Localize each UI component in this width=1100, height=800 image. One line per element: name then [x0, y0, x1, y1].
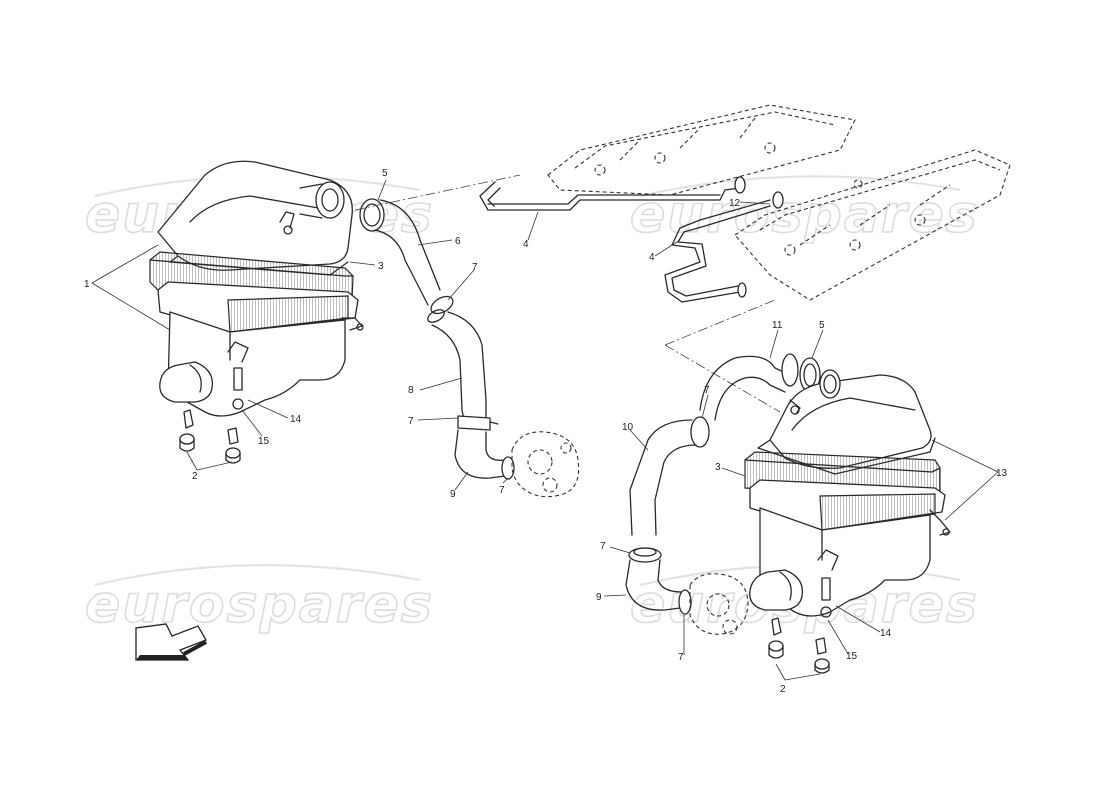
- callout-14: 14: [880, 628, 892, 639]
- phantom-line-lower: [664, 344, 781, 413]
- callout-labels: 1 2 3 14 15 5 6 7 7 8 9 7 4 4 12 11 5 7 …: [84, 168, 1008, 695]
- callout-2: 2: [780, 684, 786, 695]
- leader-lines: [91, 179, 999, 681]
- callout-5: 5: [819, 320, 825, 331]
- callout-9: 9: [596, 592, 602, 603]
- breather-pipes: [479, 176, 784, 303]
- callout-10: 10: [622, 422, 634, 433]
- phantom-line-upper: [354, 174, 521, 211]
- callout-1: 1: [84, 279, 90, 290]
- callout-8: 8: [408, 385, 414, 396]
- callout-7: 7: [678, 652, 684, 663]
- callout-4: 4: [523, 239, 529, 250]
- callout-14: 14: [290, 414, 302, 425]
- left-intake-hose: [359, 198, 580, 498]
- callout-12: 12: [729, 198, 741, 209]
- front-direction-arrow-icon: [135, 623, 207, 661]
- callout-7: 7: [704, 385, 710, 396]
- right-air-box-assembly: [744, 369, 951, 674]
- callout-5: 5: [382, 168, 388, 179]
- callout-15: 15: [258, 436, 270, 447]
- callout-6: 6: [455, 236, 461, 247]
- callout-3: 3: [378, 261, 384, 272]
- callout-7: 7: [499, 485, 505, 496]
- right-intake-hose: [625, 353, 821, 635]
- callout-7: 7: [408, 416, 414, 427]
- callout-7: 7: [472, 262, 478, 273]
- callout-2: 2: [192, 471, 198, 482]
- callout-11: 11: [772, 320, 783, 331]
- left-air-box-assembly: [149, 160, 364, 464]
- callout-3: 3: [715, 462, 721, 473]
- callout-15: 15: [846, 651, 858, 662]
- callout-9: 9: [450, 489, 456, 500]
- phantom-line-middle: [664, 299, 776, 346]
- watermark-bottom-left: eurospares: [84, 564, 434, 636]
- cam-covers-phantom: [547, 104, 1011, 301]
- callout-7: 7: [600, 541, 606, 552]
- callout-4: 4: [649, 252, 655, 263]
- watermark-text: eurospares: [85, 575, 434, 635]
- callout-13: 13: [996, 468, 1008, 479]
